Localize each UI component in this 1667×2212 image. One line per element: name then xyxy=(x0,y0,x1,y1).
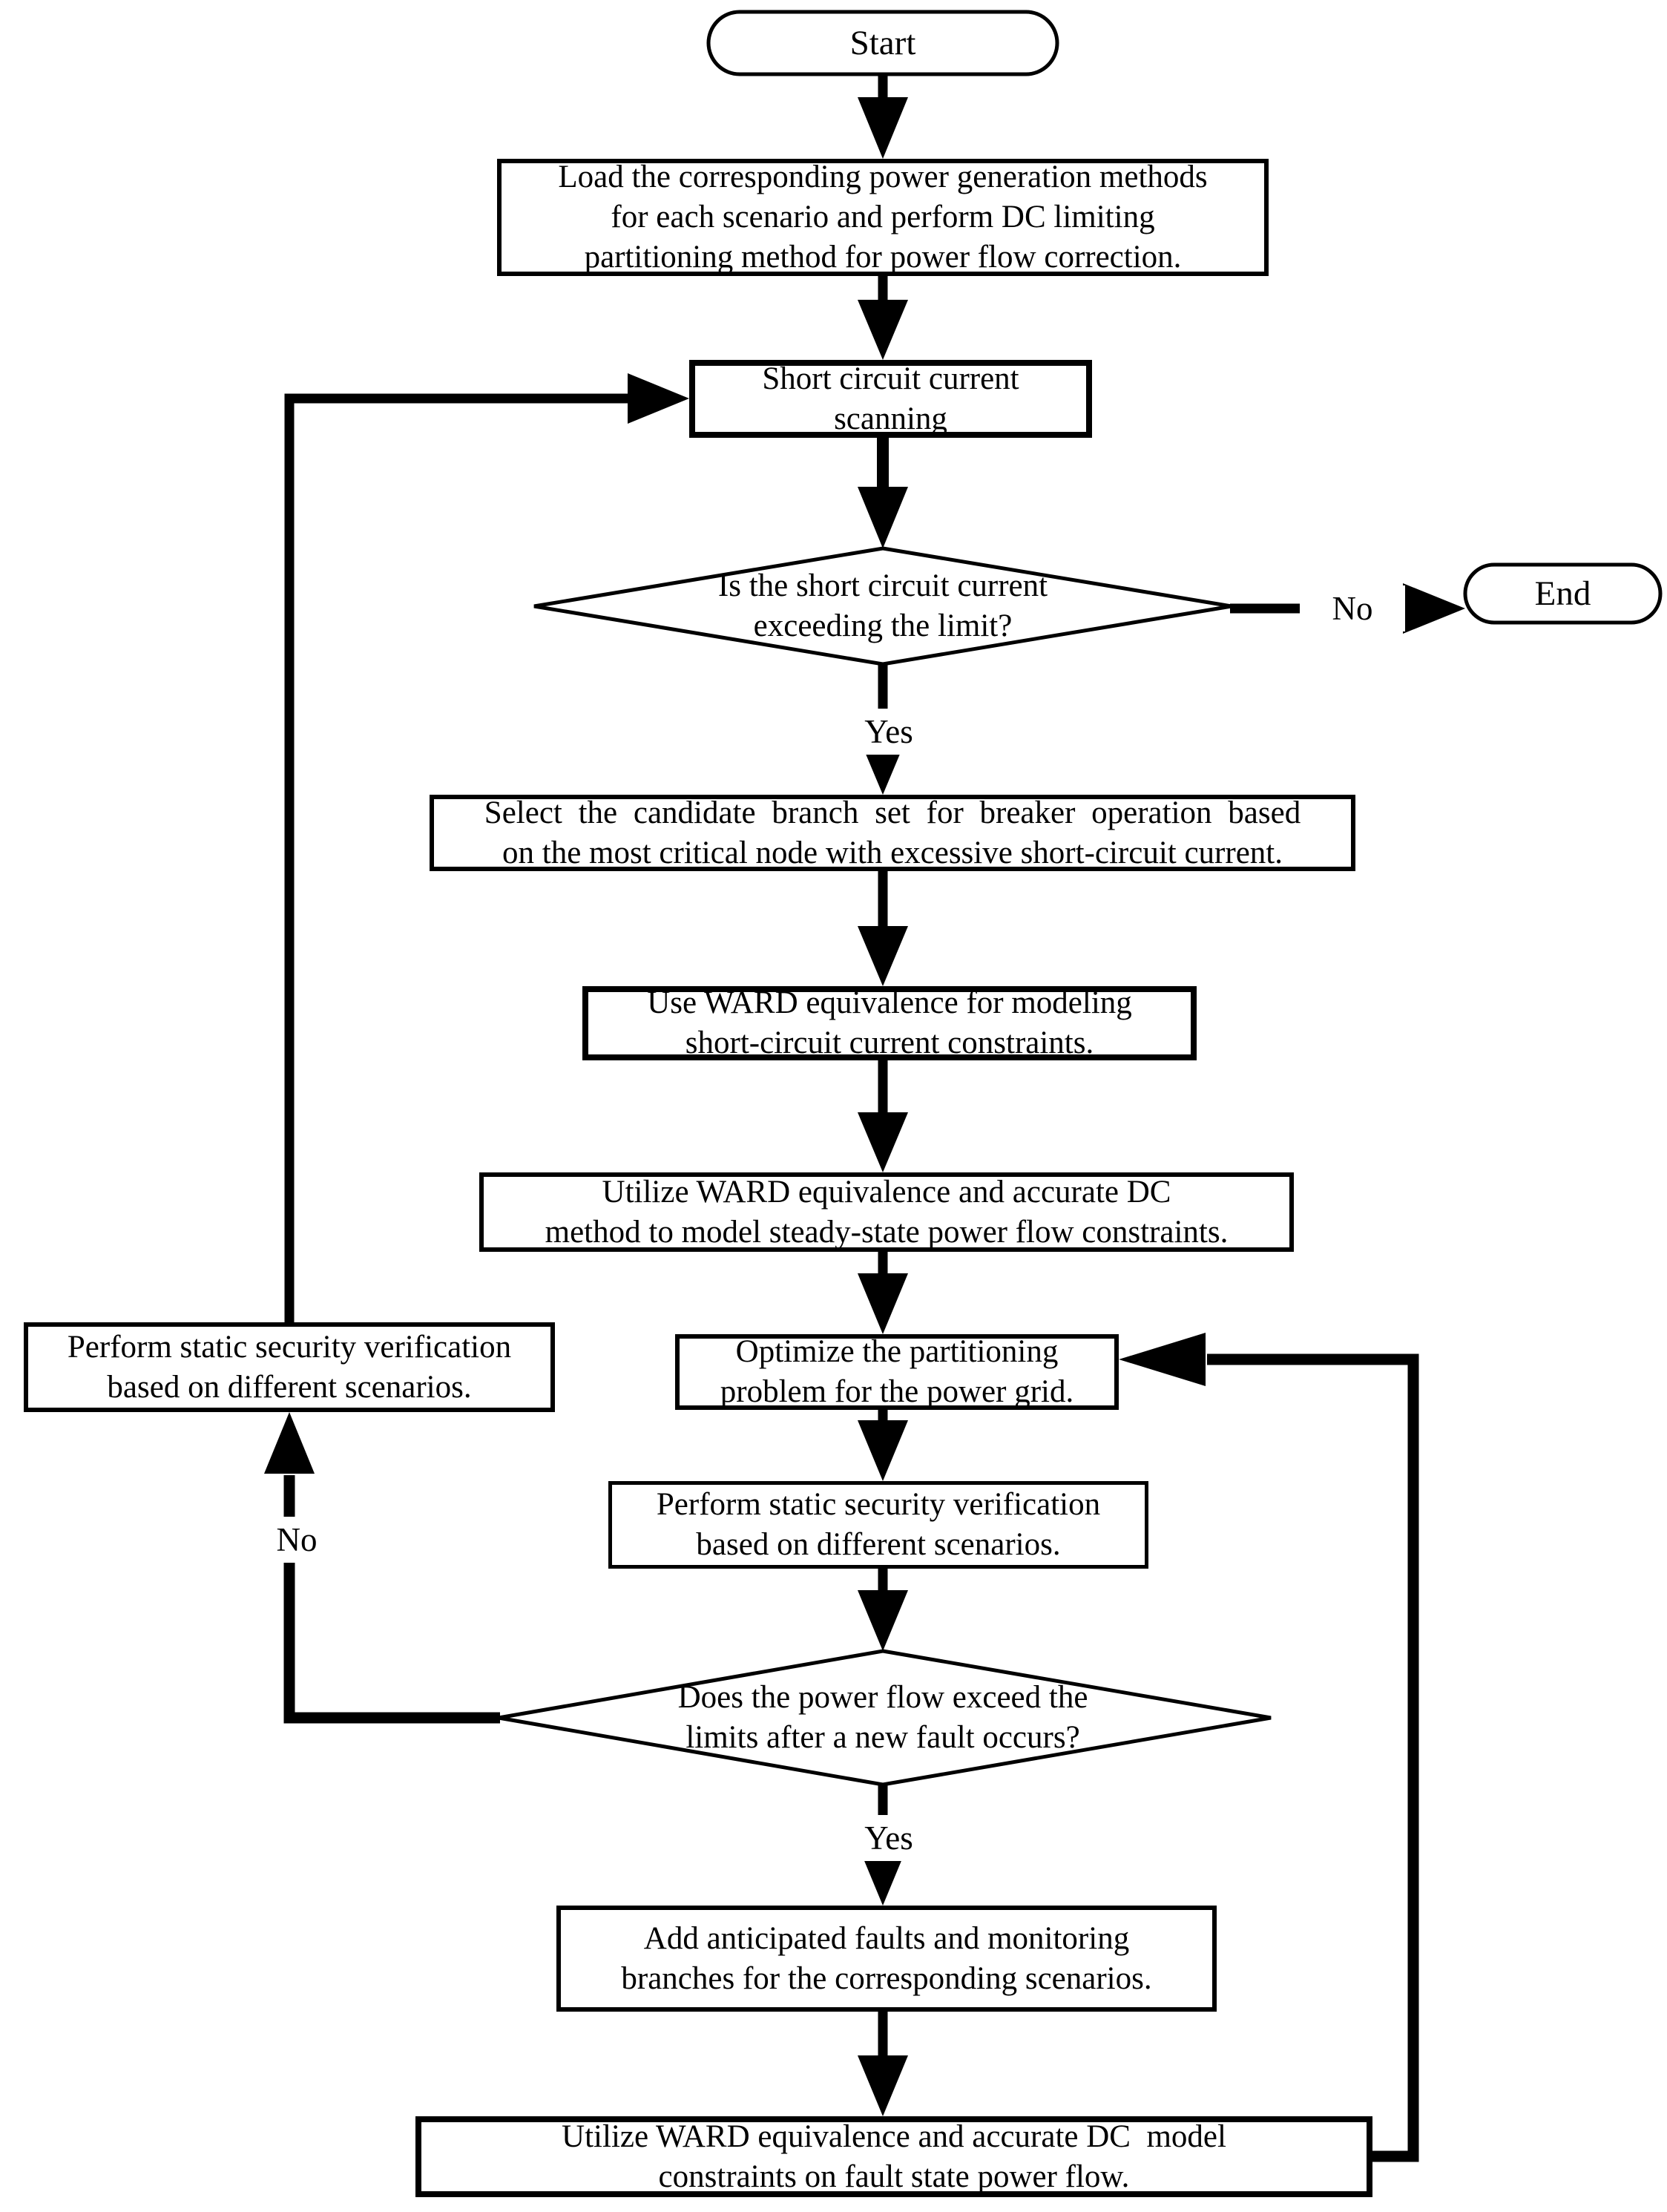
arrowhead-into-useward xyxy=(858,926,908,986)
process-text-line: partitioning method for power flow corre… xyxy=(584,240,1182,275)
process-text-line: Use WARD equivalence for modeling xyxy=(647,985,1132,1020)
edge-loop-utilizefault-to-optimize xyxy=(1207,1353,1419,2162)
process-use-ward-equivalence: Use WARD equivalence for modeling short-… xyxy=(582,985,1197,1060)
decision1-node: Is the short circuit current exceeding t… xyxy=(549,565,1217,648)
arrowhead-into-perform-center xyxy=(858,1420,908,1481)
process-text-line: Load the corresponding power generation … xyxy=(558,160,1208,194)
arrowhead-into-utilizefault xyxy=(858,2055,908,2116)
decision-text-line: limits after a new fault occurs? xyxy=(685,1720,1080,1755)
decision1-diamond-shape xyxy=(533,546,1232,666)
decision2-yes-label: Yes xyxy=(835,1815,943,1861)
process-text-line: based on different scenarios. xyxy=(696,1527,1061,1562)
process-text-line: problem for the power grid. xyxy=(720,1374,1074,1409)
process-text-line: Select the candidate branch set for brea… xyxy=(484,795,1301,830)
process-utilize-ward-steady-state: Utilize WARD equivalence and accurate DC… xyxy=(479,1172,1294,1252)
process-text-line: Optimize the partitioning xyxy=(735,1334,1059,1369)
arrowhead-into-optimize-right xyxy=(1119,1333,1206,1386)
process-text-line: on the most critical node with excessive… xyxy=(502,835,1283,870)
process-text-line: Perform static security verification xyxy=(67,1329,512,1365)
decision1-yes-label: Yes xyxy=(835,709,943,755)
process-perform-static-security-left: Perform static security verification bas… xyxy=(24,1322,555,1412)
process-short-circuit-scan: Short circuit current scanning xyxy=(689,360,1092,438)
process-select-candidate-branch: Select the candidate branch set for brea… xyxy=(430,795,1355,871)
process-text-line: based on different scenarios. xyxy=(107,1369,472,1405)
decision2-diamond-shape xyxy=(498,1649,1272,1787)
process-text-line: Short circuit current xyxy=(762,361,1019,396)
arrowhead-into-decision2 xyxy=(858,1590,908,1651)
process-load-generation: Load the corresponding power generation … xyxy=(497,159,1269,276)
arrowhead-into-utilize xyxy=(858,1112,908,1172)
start-label: Start xyxy=(849,24,916,62)
process-perform-static-security-center: Perform static security verification bas… xyxy=(608,1481,1148,1569)
arrowhead-into-scan-left xyxy=(628,373,689,424)
decision-text-line: Does the power flow exceed the xyxy=(677,1680,1088,1715)
end-label: End xyxy=(1534,574,1591,613)
decision2-node: Does the power flow exceed the limits af… xyxy=(512,1676,1254,1759)
edge-performleft-to-scan xyxy=(284,393,631,1322)
process-text-line: short-circuit current constraints. xyxy=(685,1025,1094,1060)
arrowhead-into-scan-top xyxy=(858,300,908,360)
process-text-line: Utilize WARD equivalence and accurate DC… xyxy=(562,2119,1226,2154)
arrowhead-into-load xyxy=(858,97,908,159)
decision2-no-label: No xyxy=(244,1517,349,1563)
process-add-anticipated-faults: Add anticipated faults and monitoring br… xyxy=(556,1906,1217,2012)
arrowhead-into-optimize-top xyxy=(858,1273,908,1334)
decision1-no-label: No xyxy=(1300,585,1405,631)
process-text-line: Add anticipated faults and monitoring xyxy=(643,1920,1130,1956)
edge-decision2-no xyxy=(283,1475,500,1724)
arrowhead-into-perform-left xyxy=(264,1412,315,1474)
decision-text-line: Is the short circuit current xyxy=(717,568,1048,603)
process-text-line: Utilize WARD equivalence and accurate DC xyxy=(602,1174,1171,1210)
arrowhead-into-end xyxy=(1403,583,1465,634)
process-utilize-ward-fault-state: Utilize WARD equivalence and accurate DC… xyxy=(415,2116,1372,2197)
process-text-line: constraints on fault state power flow. xyxy=(658,2159,1130,2194)
start-node: Start xyxy=(708,12,1057,74)
process-text-line: Perform static security verification xyxy=(656,1487,1101,1522)
process-text-line: for each scenario and perform DC limitin… xyxy=(611,200,1155,234)
process-text-line: scanning xyxy=(834,401,947,436)
process-text-line: branches for the corresponding scenarios… xyxy=(621,1960,1152,1996)
process-optimize-partitioning: Optimize the partitioning problem for th… xyxy=(675,1334,1119,1410)
decision-text-line: exceeding the limit? xyxy=(753,608,1013,643)
arrowhead-into-decision1 xyxy=(858,487,908,548)
end-node: End xyxy=(1465,565,1660,623)
process-text-line: method to model steady-state power flow … xyxy=(545,1214,1229,1250)
start-terminal-shape xyxy=(706,10,1059,76)
end-terminal-shape xyxy=(1463,562,1663,625)
